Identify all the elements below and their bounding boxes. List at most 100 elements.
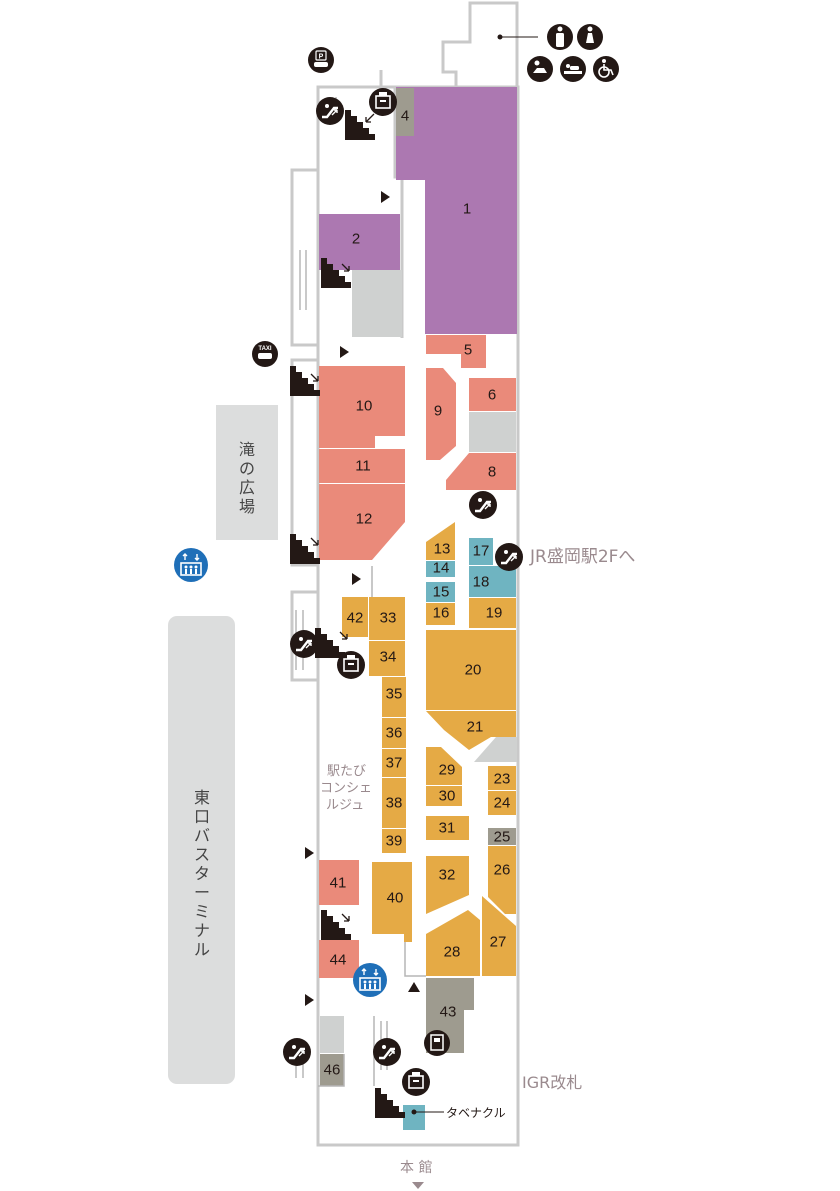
store-number-28: 28 <box>444 944 461 961</box>
svg-text:駅たび: 駅たび <box>327 764 366 779</box>
store-number-31: 31 <box>439 820 456 837</box>
store-38 <box>382 778 406 828</box>
concierge-label: 駅たび コンシェ ルジュ <box>320 764 372 813</box>
stairs-icon <box>290 534 320 564</box>
svg-text:ミ: ミ <box>194 902 210 921</box>
svg-text:タ: タ <box>194 864 210 883</box>
store-number-25: 25 <box>494 829 511 846</box>
store-18 <box>469 566 516 597</box>
coin-locker-icon <box>368 87 398 117</box>
store-21 <box>426 711 516 750</box>
svg-text:コンシェ: コンシェ <box>320 781 372 796</box>
store-number-20: 20 <box>465 662 482 679</box>
store-number-9: 9 <box>434 403 442 420</box>
stairs-icon <box>345 110 375 140</box>
store-number-5: 5 <box>464 342 472 359</box>
store-5 <box>426 335 486 368</box>
svg-text:広: 広 <box>239 478 255 497</box>
svg-text:場: 場 <box>239 497 255 516</box>
female-restroom-icon <box>577 24 603 50</box>
store-number-29: 29 <box>439 762 456 779</box>
store-number-19: 19 <box>486 605 503 622</box>
svg-text:の: の <box>239 459 255 478</box>
svg-text:ル: ル <box>194 940 210 959</box>
store-1 <box>396 87 517 334</box>
store-25 <box>488 828 516 845</box>
store-26 <box>488 846 516 914</box>
store-15 <box>426 582 455 602</box>
escalator-icon <box>493 541 525 573</box>
atm-icon <box>424 1030 450 1056</box>
service-areas <box>320 270 517 1053</box>
store-number-43: 43 <box>440 1004 457 1021</box>
store-number-17: 17 <box>473 543 490 560</box>
svg-text:口: 口 <box>194 807 210 826</box>
stairs-icon <box>321 258 351 288</box>
escalator-icon <box>467 489 499 521</box>
store-number-13: 13 <box>434 541 451 558</box>
store-number-39: 39 <box>386 833 403 850</box>
escalator-icon <box>314 95 346 127</box>
jr-link-label: JR盛岡駅2Fへ <box>529 547 635 567</box>
store-10 <box>319 366 405 448</box>
store-6 <box>469 378 516 411</box>
store-31 <box>426 816 469 840</box>
main-building-label: 本 館 <box>400 1159 432 1176</box>
baby-care-icon <box>527 56 553 82</box>
store-numbers: 1245689101112131415161718192021232425262… <box>324 108 511 1079</box>
store-36 <box>382 718 406 748</box>
svg-text:滝: 滝 <box>239 440 255 459</box>
escalator-icon <box>288 628 320 660</box>
store-8 <box>446 453 516 490</box>
store-number-46: 46 <box>324 1062 341 1079</box>
svg-text:ー: ー <box>194 883 210 902</box>
store-number-30: 30 <box>439 788 456 805</box>
direction-arrows <box>305 191 420 1006</box>
svg-text:TAXI: TAXI <box>258 346 272 352</box>
bus-terminal-label: 東 口 バ ス タ ー ミ ナ ル <box>194 788 210 959</box>
elevator-icon <box>352 962 388 998</box>
store-29 <box>426 747 462 785</box>
store-35 <box>382 677 406 717</box>
store-32 <box>426 856 469 914</box>
escalator-icon <box>371 1036 403 1068</box>
store-number-6: 6 <box>488 387 496 404</box>
store-28 <box>426 910 480 976</box>
taxi-icon: TAXI <box>252 341 278 367</box>
store-30 <box>426 786 462 806</box>
store-42 <box>342 597 368 637</box>
stairs-icon <box>321 910 351 940</box>
plaza-area <box>216 405 278 540</box>
store-37 <box>382 749 406 777</box>
store-number-24: 24 <box>494 795 511 812</box>
svg-text:東: 東 <box>194 788 210 807</box>
svg-text:バ: バ <box>194 826 210 845</box>
coin-locker-icon <box>401 1067 431 1097</box>
store-number-4: 4 <box>401 108 409 125</box>
svg-text:P: P <box>319 54 324 61</box>
store-number-23: 23 <box>494 771 511 788</box>
elevator-icon <box>173 547 209 583</box>
store-14 <box>426 561 455 577</box>
svg-text:ルジュ: ルジュ <box>326 798 364 813</box>
store-number-35: 35 <box>386 686 403 703</box>
svg-text:ス: ス <box>194 845 210 864</box>
svg-text:ナ: ナ <box>194 921 210 940</box>
store-number-2: 2 <box>352 231 360 248</box>
store-19 <box>469 598 516 628</box>
store-39 <box>382 829 406 853</box>
store-number-11: 11 <box>355 458 371 475</box>
parking-icon: P <box>308 47 334 73</box>
store-number-42: 42 <box>347 610 364 627</box>
store-2 <box>319 214 400 270</box>
store-number-21: 21 <box>467 719 484 736</box>
store-4 <box>396 88 414 136</box>
store-number-16: 16 <box>433 605 450 622</box>
tabenakuru-label: タベナクル <box>446 1106 506 1120</box>
store-40 <box>372 862 412 942</box>
store-17 <box>469 538 493 565</box>
store-number-41: 41 <box>330 875 347 892</box>
store-number-33: 33 <box>380 610 397 627</box>
store-27 <box>482 896 516 976</box>
